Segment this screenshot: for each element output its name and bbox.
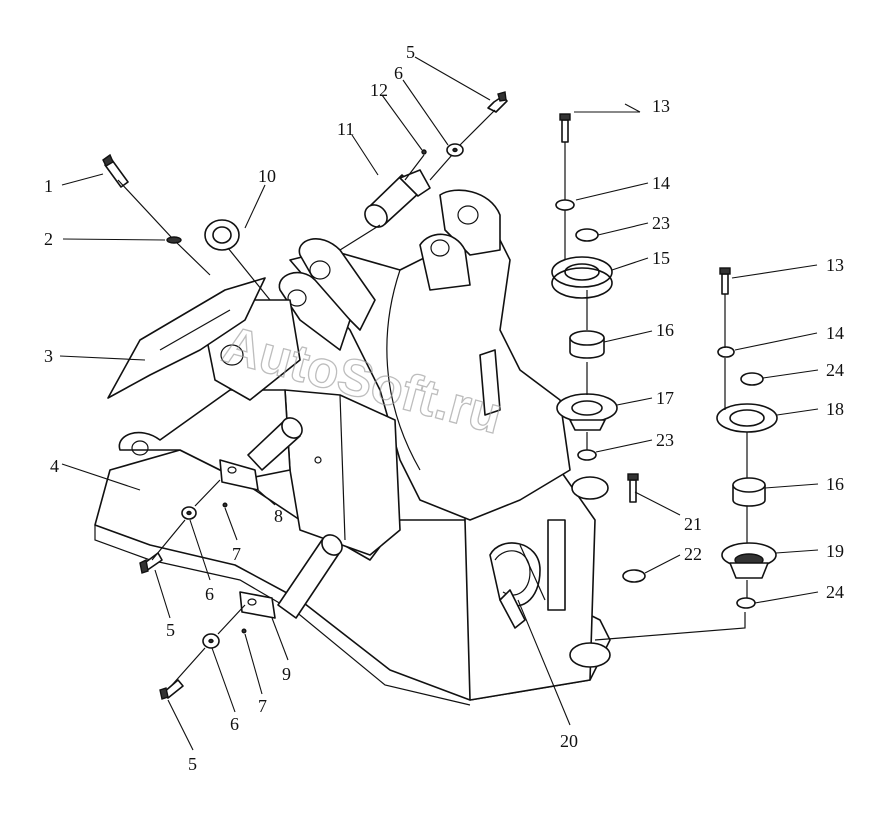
callout-24-a: 24	[826, 360, 844, 380]
washer-part-2	[166, 236, 182, 244]
callout-1: 1	[44, 176, 53, 196]
callout-13-b: 13	[826, 255, 844, 275]
ring-part-24-b	[736, 597, 756, 609]
bolt-part-5-left	[139, 552, 163, 574]
callout-2: 2	[44, 229, 53, 249]
ring-part-23-b	[577, 449, 597, 461]
callout-9: 9	[282, 664, 291, 684]
callout-7-bottom: 7	[258, 696, 267, 716]
callout-23-a: 23	[652, 213, 670, 233]
leader-lines	[59, 56, 819, 751]
callout-6-bottom: 6	[230, 714, 239, 734]
bolt-part-5-bottom	[159, 679, 184, 700]
plate-part-3	[107, 277, 266, 399]
bushing-part-16-b	[732, 477, 766, 507]
flange-part-15	[551, 256, 613, 299]
callout-14-b: 14	[826, 323, 844, 343]
callout-13-a: 13	[652, 96, 670, 116]
callout-21: 21	[684, 514, 702, 534]
callout-23-b: 23	[656, 430, 674, 450]
flange-part-19	[721, 542, 777, 579]
washer-part-14-a	[555, 199, 575, 211]
callout-7-mid: 7	[232, 544, 241, 564]
washer-part-6-top	[446, 143, 464, 157]
bolt-part-13-a	[559, 113, 571, 143]
pin-part-12	[421, 149, 427, 155]
pin-part-8	[219, 417, 303, 491]
callout-18: 18	[826, 399, 844, 419]
ring-part-10	[204, 219, 240, 251]
flange-part-17	[556, 393, 618, 431]
flange-part-18	[716, 403, 778, 433]
callout-17: 17	[656, 388, 674, 408]
callout-15: 15	[652, 248, 670, 268]
callout-8: 8	[274, 506, 283, 526]
callout-16-a: 16	[656, 320, 674, 340]
callout-5-bottom: 5	[188, 754, 197, 774]
callout-3: 3	[44, 346, 53, 366]
ring-part-24-a	[740, 372, 764, 386]
pin-part-7-a	[222, 502, 228, 508]
assembly-axes	[117, 109, 748, 686]
callout-14-a: 14	[652, 173, 670, 193]
washer-part-14-b	[717, 346, 735, 358]
pin-part-11	[364, 169, 431, 228]
callout-12: 12	[370, 80, 388, 100]
callout-16-b: 16	[826, 474, 844, 494]
callout-22: 22	[684, 544, 702, 564]
bolt-part-21	[627, 473, 639, 503]
callout-11: 11	[337, 119, 354, 139]
pin-part-9	[239, 534, 343, 619]
callout-labels: 1 2 3 4 5 5 5 6 6 6 7 7 8 9 10 11 12 13 …	[44, 42, 844, 774]
callout-5-top: 5	[406, 42, 415, 62]
callout-4: 4	[50, 456, 59, 476]
bolt-part-13-b	[719, 267, 731, 295]
callout-10: 10	[258, 166, 276, 186]
bolt-part-1	[102, 153, 129, 188]
callout-6-top: 6	[394, 63, 403, 83]
callout-24-b: 24	[826, 582, 844, 602]
callout-20: 20	[560, 731, 578, 751]
bolt-part-5-top	[487, 91, 508, 113]
pin-part-7-b	[241, 628, 247, 634]
washer-part-6-low	[202, 633, 220, 649]
ring-part-23-a	[575, 228, 599, 242]
washer-part-6-mid	[181, 506, 197, 520]
callout-6-mid: 6	[205, 584, 214, 604]
main-frame	[94, 189, 611, 706]
callout-19: 19	[826, 541, 844, 561]
bushing-part-16-a	[569, 330, 605, 359]
callout-5-left: 5	[166, 620, 175, 640]
washer-part-22	[622, 569, 646, 583]
hose-clamp	[489, 542, 546, 629]
